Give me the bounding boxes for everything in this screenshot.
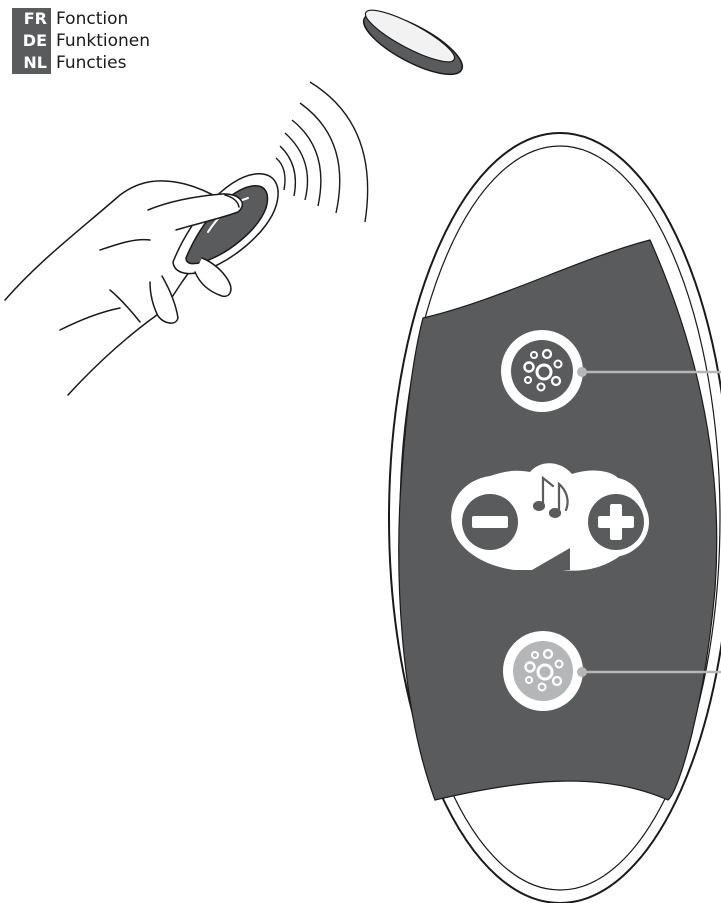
- plus-icon: [588, 494, 644, 550]
- remote-control: [389, 133, 721, 903]
- signal-waves-icon: [276, 82, 368, 222]
- bubbles-icon: [511, 340, 573, 402]
- hand-with-remote-icon: [5, 174, 278, 395]
- volume-up-button[interactable]: [583, 489, 649, 555]
- volume-down-button[interactable]: [457, 489, 523, 555]
- minus-icon: [462, 494, 518, 550]
- receiver-disc-icon: [356, 2, 470, 86]
- volume-control: [451, 463, 649, 570]
- bubbles-icon: [513, 641, 573, 701]
